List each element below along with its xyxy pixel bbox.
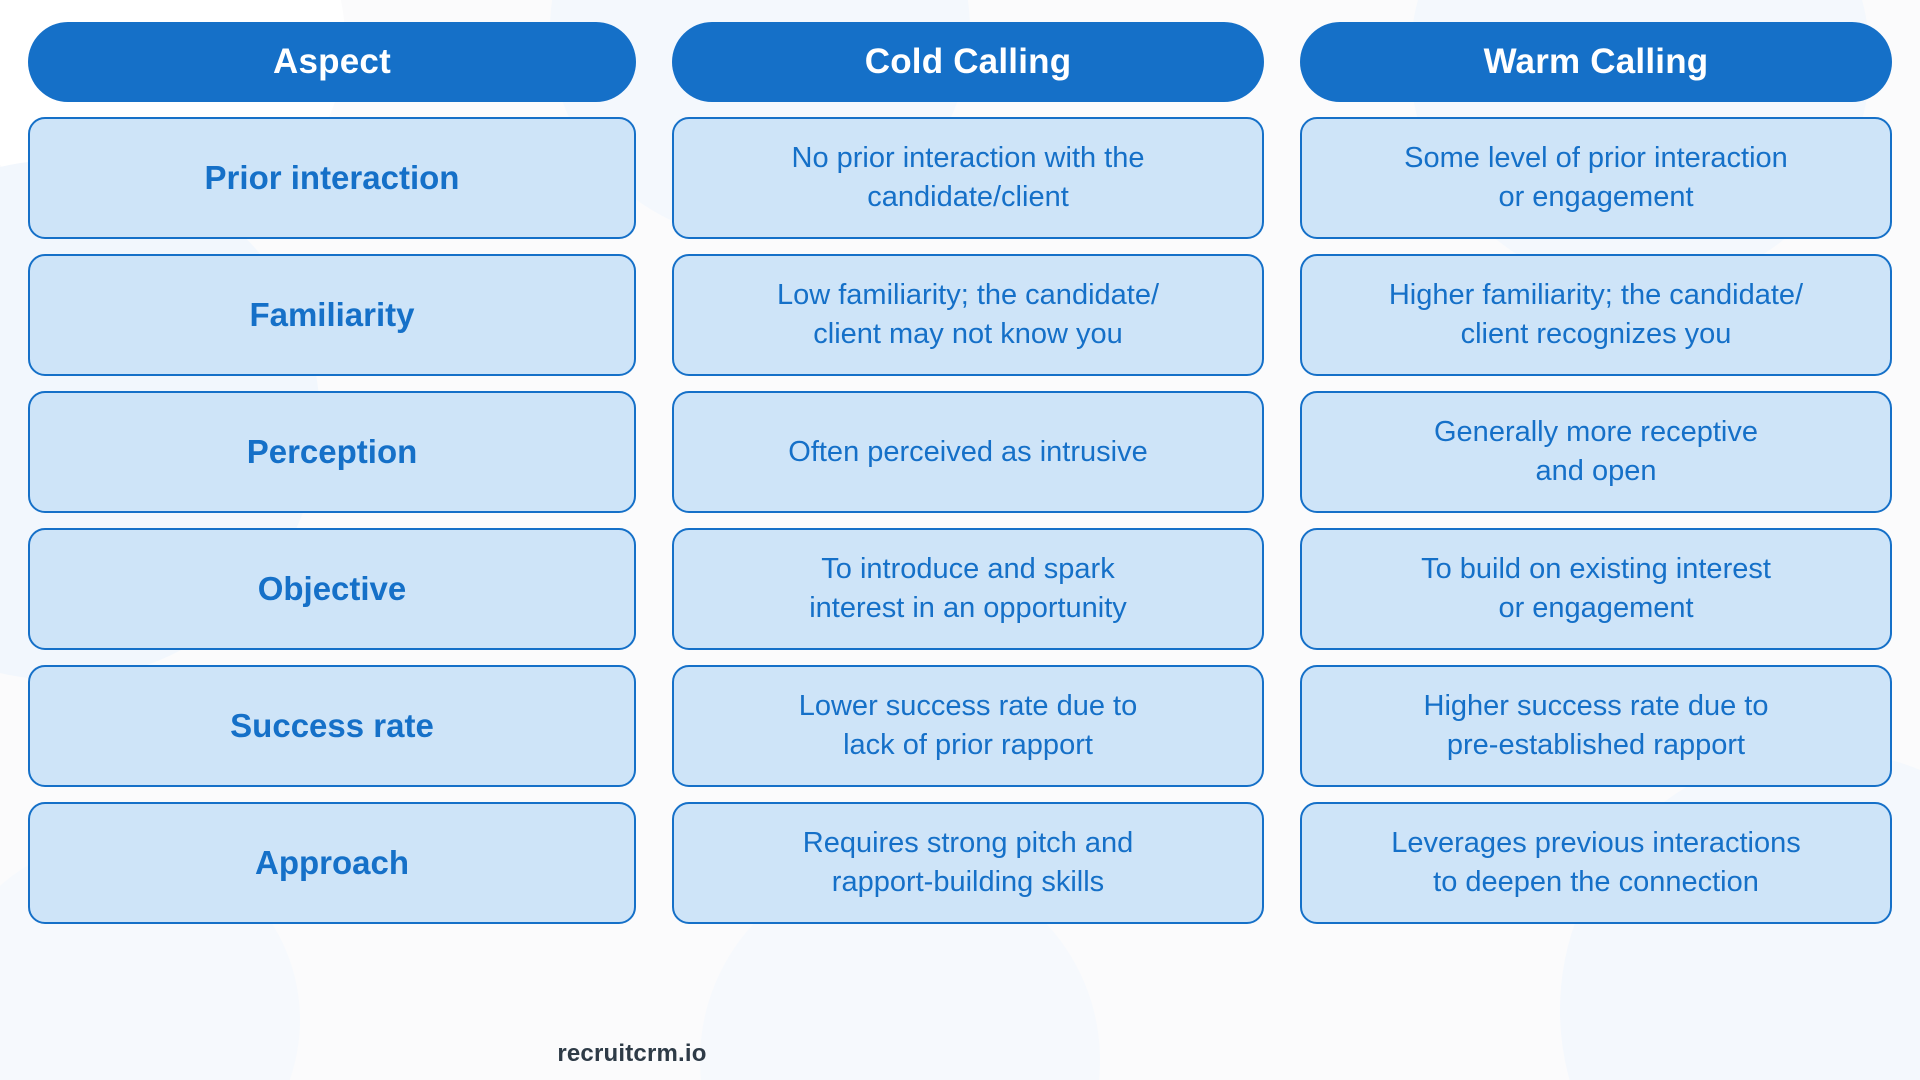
table-row-cold-cell: Low familiarity; the candidate/ client m… xyxy=(672,254,1264,376)
warm-value: To build on existing interest or engagem… xyxy=(1421,553,1771,624)
column-header-warm-calling-label: Warm Calling xyxy=(1483,42,1709,81)
aspect-label: Prior interaction xyxy=(204,159,460,197)
table-row-cold-cell: To introduce and spark interest in an op… xyxy=(672,528,1264,650)
table-row-cold-cell: Requires strong pitch and rapport-buildi… xyxy=(672,802,1264,924)
aspect-label: Objective xyxy=(257,570,407,608)
table-row-aspect-cell: Familiarity xyxy=(28,254,636,376)
table-row-aspect-cell: Prior interaction xyxy=(28,117,636,239)
table-row-cold-cell: No prior interaction with the candidate/… xyxy=(672,117,1264,239)
cold-value: Requires strong pitch and rapport-buildi… xyxy=(802,827,1134,898)
warm-value: Higher success rate due to pre-establish… xyxy=(1423,690,1769,761)
aspect-label: Familiarity xyxy=(249,296,415,334)
table-row-warm-cell: Leverages previous interactions to deepe… xyxy=(1300,802,1892,924)
warm-value: Some level of prior interaction or engag… xyxy=(1404,142,1788,213)
table-row-aspect-cell: Perception xyxy=(28,391,636,513)
table-row-warm-cell: Some level of prior interaction or engag… xyxy=(1300,117,1892,239)
column-header-aspect: Aspect xyxy=(28,22,636,102)
column-header-cold-calling: Cold Calling xyxy=(672,22,1264,102)
table-row-warm-cell: Higher success rate due to pre-establish… xyxy=(1300,665,1892,787)
footer: recruitcrm.io xyxy=(28,1040,1236,1068)
table-row-aspect-cell: Objective xyxy=(28,528,636,650)
table-row-warm-cell: Higher familiarity; the candidate/ clien… xyxy=(1300,254,1892,376)
warm-value: Higher familiarity; the candidate/ clien… xyxy=(1388,279,1804,350)
warm-value: Leverages previous interactions to deepe… xyxy=(1391,827,1801,898)
cold-value: To introduce and spark interest in an op… xyxy=(809,553,1127,624)
table-grid: Aspect Cold Calling Warm Calling Prior i… xyxy=(28,22,1892,924)
aspect-label: Approach xyxy=(254,844,409,882)
aspect-label: Success rate xyxy=(230,707,434,745)
column-header-aspect-label: Aspect xyxy=(273,42,391,81)
table-row-warm-cell: Generally more receptive and open xyxy=(1300,391,1892,513)
warm-value: Generally more receptive and open xyxy=(1434,416,1758,487)
aspect-label: Perception xyxy=(246,433,418,471)
column-header-warm-calling: Warm Calling xyxy=(1300,22,1892,102)
column-header-cold-calling-label: Cold Calling xyxy=(864,42,1072,81)
table-row-warm-cell: To build on existing interest or engagem… xyxy=(1300,528,1892,650)
table-row-cold-cell: Often perceived as intrusive xyxy=(672,391,1264,513)
cold-value: Lower success rate due to lack of prior … xyxy=(798,690,1138,761)
brand-watermark: recruitcrm.io xyxy=(557,1040,707,1067)
cold-value: Low familiarity; the candidate/ client m… xyxy=(776,279,1160,350)
cold-value: Often perceived as intrusive xyxy=(788,435,1148,468)
table-row-cold-cell: Lower success rate due to lack of prior … xyxy=(672,665,1264,787)
cold-value: No prior interaction with the candidate/… xyxy=(791,142,1145,213)
table-row-aspect-cell: Success rate xyxy=(28,665,636,787)
table-row-aspect-cell: Approach xyxy=(28,802,636,924)
